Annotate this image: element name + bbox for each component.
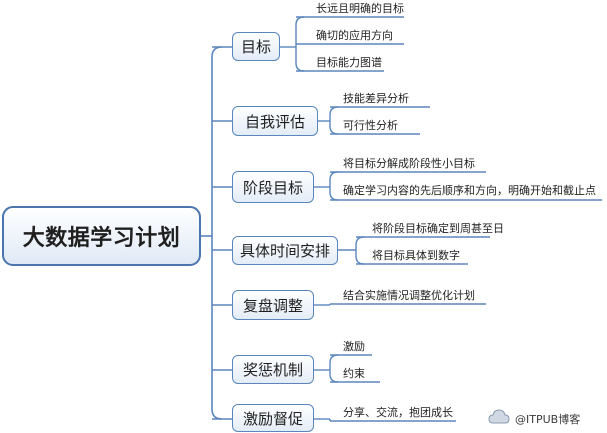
- branch-node-review-adjust: 复盘调整: [232, 290, 314, 320]
- leaf-label: 激励: [343, 340, 365, 353]
- leaf-label: 技能差异分析: [343, 92, 409, 105]
- branch-label: 复盘调整: [242, 296, 303, 315]
- branch-node-motivation: 激励督促: [232, 404, 314, 432]
- branch-label: 激励督促: [242, 409, 303, 428]
- leaf-label: 结合实施情况调整优化计划: [343, 289, 475, 302]
- root-label: 大数据学习计划: [22, 226, 181, 251]
- leaf-label: 将阶段目标确定到周甚至日: [372, 222, 504, 235]
- leaf-label: 目标能力图谱: [316, 56, 382, 69]
- branch-label: 奖惩机制: [242, 361, 303, 379]
- branch-label: 自我评估: [244, 112, 305, 131]
- branch-label: 阶段目标: [242, 178, 303, 197]
- leaf-spine: [329, 171, 339, 201]
- leaf-label: 将目标具体到数字: [372, 249, 460, 262]
- branch-node-reward-penalty: 奖惩机制: [232, 355, 314, 384]
- leaf-label: 确切的应用方向: [316, 29, 393, 42]
- leaf-spine: [329, 106, 339, 135]
- watermark-text: @ITPUB博客: [515, 413, 581, 426]
- leaf-spine: [355, 236, 365, 265]
- leaf-label: 确定学习内容的先后顺序和方向，明确开始和截止点: [343, 184, 596, 197]
- branch-node-goal: 目标: [232, 32, 280, 61]
- branch-label: 目标: [240, 38, 271, 56]
- trunk-spine: [211, 46, 223, 420]
- leaf-label: 可行性分析: [343, 119, 398, 132]
- cloud-logo-icon: [488, 409, 510, 424]
- branch-node-stage-goals: 阶段目标: [232, 171, 314, 203]
- branch-label: 具体时间安排: [239, 242, 330, 260]
- leaf-label: 分享、交流，抱团成长: [343, 406, 453, 419]
- leaf-label: 长远且明确的目标: [316, 2, 404, 15]
- branch-node-self-assessment: 自我评估: [232, 106, 318, 136]
- leaf-spine: [329, 354, 339, 383]
- leaf-label: 将目标分解成阶段性小目标: [343, 157, 475, 170]
- root-node: 大数据学习计划: [2, 206, 201, 266]
- leaf-label: 约束: [343, 367, 365, 380]
- branch-node-time-schedule: 具体时间安排: [232, 236, 338, 265]
